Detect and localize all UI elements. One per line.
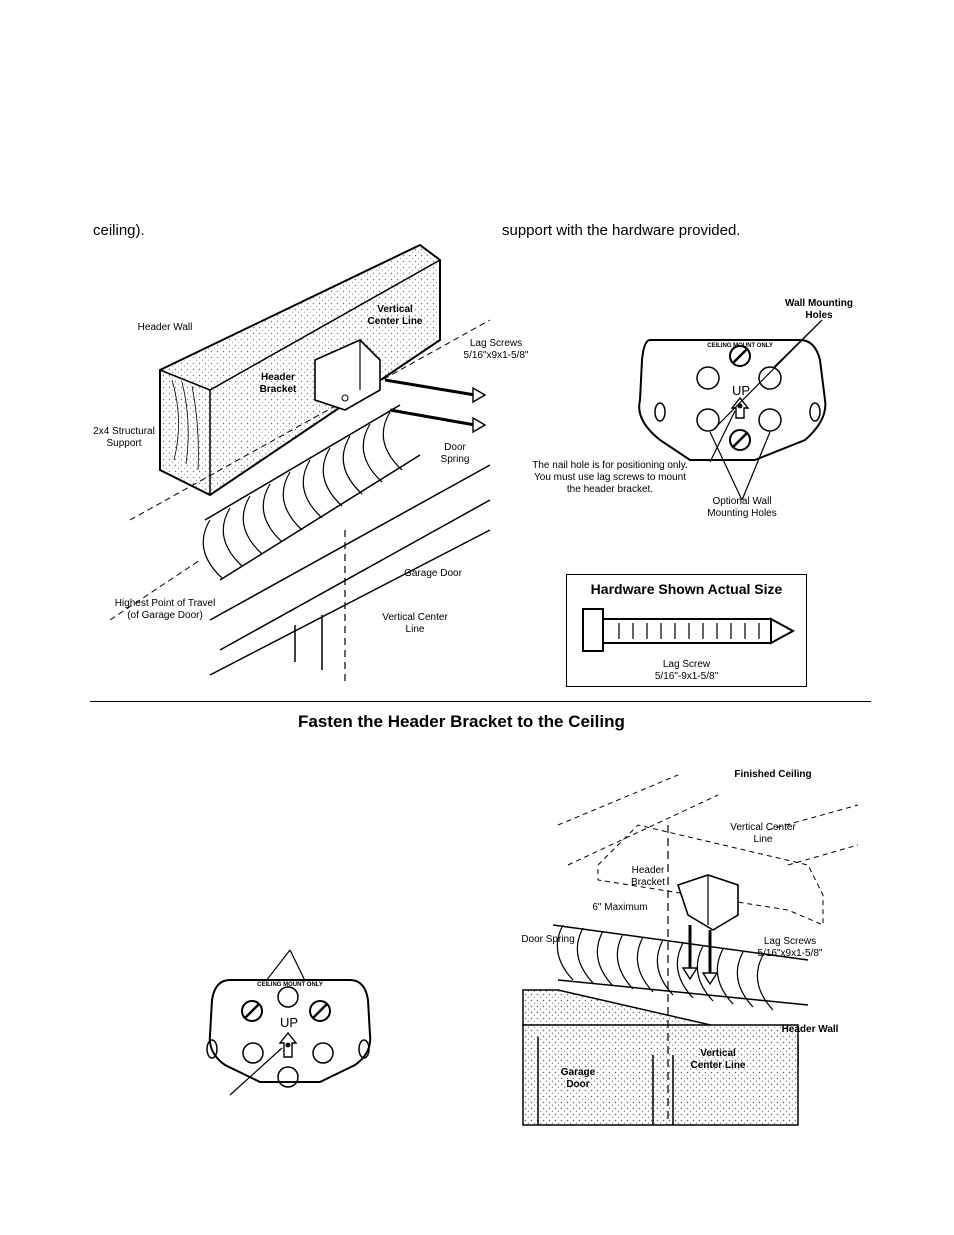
ceiling-mount-only-bottom: CEILING MOUNT ONLY: [257, 982, 323, 988]
finished-ceiling-label: Finished Ceiling: [734, 769, 812, 780]
wall-mount-drawing: [109, 243, 491, 685]
garage-door-label-2: Garage Door: [560, 1067, 596, 1090]
lag-screws-size-label-2: 5/16"x9x1-5/8": [757, 948, 823, 959]
optional-holes-label: Optional Wall Mounting Holes: [707, 496, 777, 519]
vertical-center-line-bottom-label: Vertical Center Line: [382, 612, 448, 635]
door-spring-label-2: Door Spring: [521, 934, 575, 945]
right-text-fragment: support with the hardware provided.: [502, 222, 741, 239]
left-text-fragment: ceiling).: [93, 222, 145, 239]
nail-hole-note: The nail hole is for positioning only. Y…: [532, 460, 688, 495]
bracket-bottom-drawing: [206, 949, 372, 1096]
lag-screws-label: Lag Screws: [469, 338, 523, 349]
lag-screw-size-label: 5/16"-9x1-5/8": [654, 671, 719, 682]
structural-support-label: 2x4 Structural Support: [93, 426, 155, 449]
lag-screws-label-2: Lag Screws: [763, 936, 817, 947]
header-wall-label: Header Wall: [137, 322, 193, 333]
header-wall-label-2: Header Wall: [781, 1024, 839, 1035]
garage-door-label: Garage Door: [404, 568, 462, 579]
lag-screws-size-label: 5/16"x9x1-5/8": [463, 350, 529, 361]
up-label-bottom: UP: [279, 1015, 299, 1030]
hardware-box: Hardware Shown Actual Size Lag Screw 5/1…: [566, 574, 807, 687]
bracket-detail-top: Wall Mounting Holes CEILING MOUNT ONLY U…: [530, 290, 860, 540]
six-inch-max-label: 6" Maximum: [592, 902, 648, 913]
door-spring-label: Door Spring: [440, 442, 470, 465]
wall-mount-illustration: Header Wall Vertical Center Line Header …: [90, 230, 528, 690]
hardware-box-title: Hardware Shown Actual Size: [590, 581, 783, 597]
section-title: Fasten the Header Bracket to the Ceiling: [298, 712, 625, 731]
section-divider: [90, 701, 871, 702]
bracket-detail-bottom: CEILING MOUNT ONLY UP: [190, 945, 390, 1096]
vertical-center-line-top-label-2: Vertical Center Line: [730, 822, 796, 845]
ceiling-mount-only-top: CEILING MOUNT ONLY: [707, 343, 773, 349]
highest-point-label: Highest Point of Travel (of Garage Door): [114, 598, 216, 621]
lag-screw-actual-size: [582, 608, 796, 652]
wall-mounting-holes-label: Wall Mounting Holes: [785, 298, 853, 321]
up-label-top: UP: [731, 383, 751, 398]
header-bracket-label-2: Header Bracket: [631, 865, 665, 888]
ceiling-mount-drawing: [522, 774, 859, 1126]
vertical-center-line-top-label: Vertical Center Line: [367, 304, 423, 327]
lag-screw-item-label: Lag Screw: [662, 659, 711, 670]
bracket-top-drawing: [638, 319, 827, 501]
header-bracket-label: Header Bracket: [259, 372, 297, 395]
vertical-center-line-bottom-label-2: Vertical Center Line: [690, 1048, 746, 1071]
ceiling-mount-illustration: Finished Ceiling Vertical Center Line He…: [518, 765, 863, 1127]
